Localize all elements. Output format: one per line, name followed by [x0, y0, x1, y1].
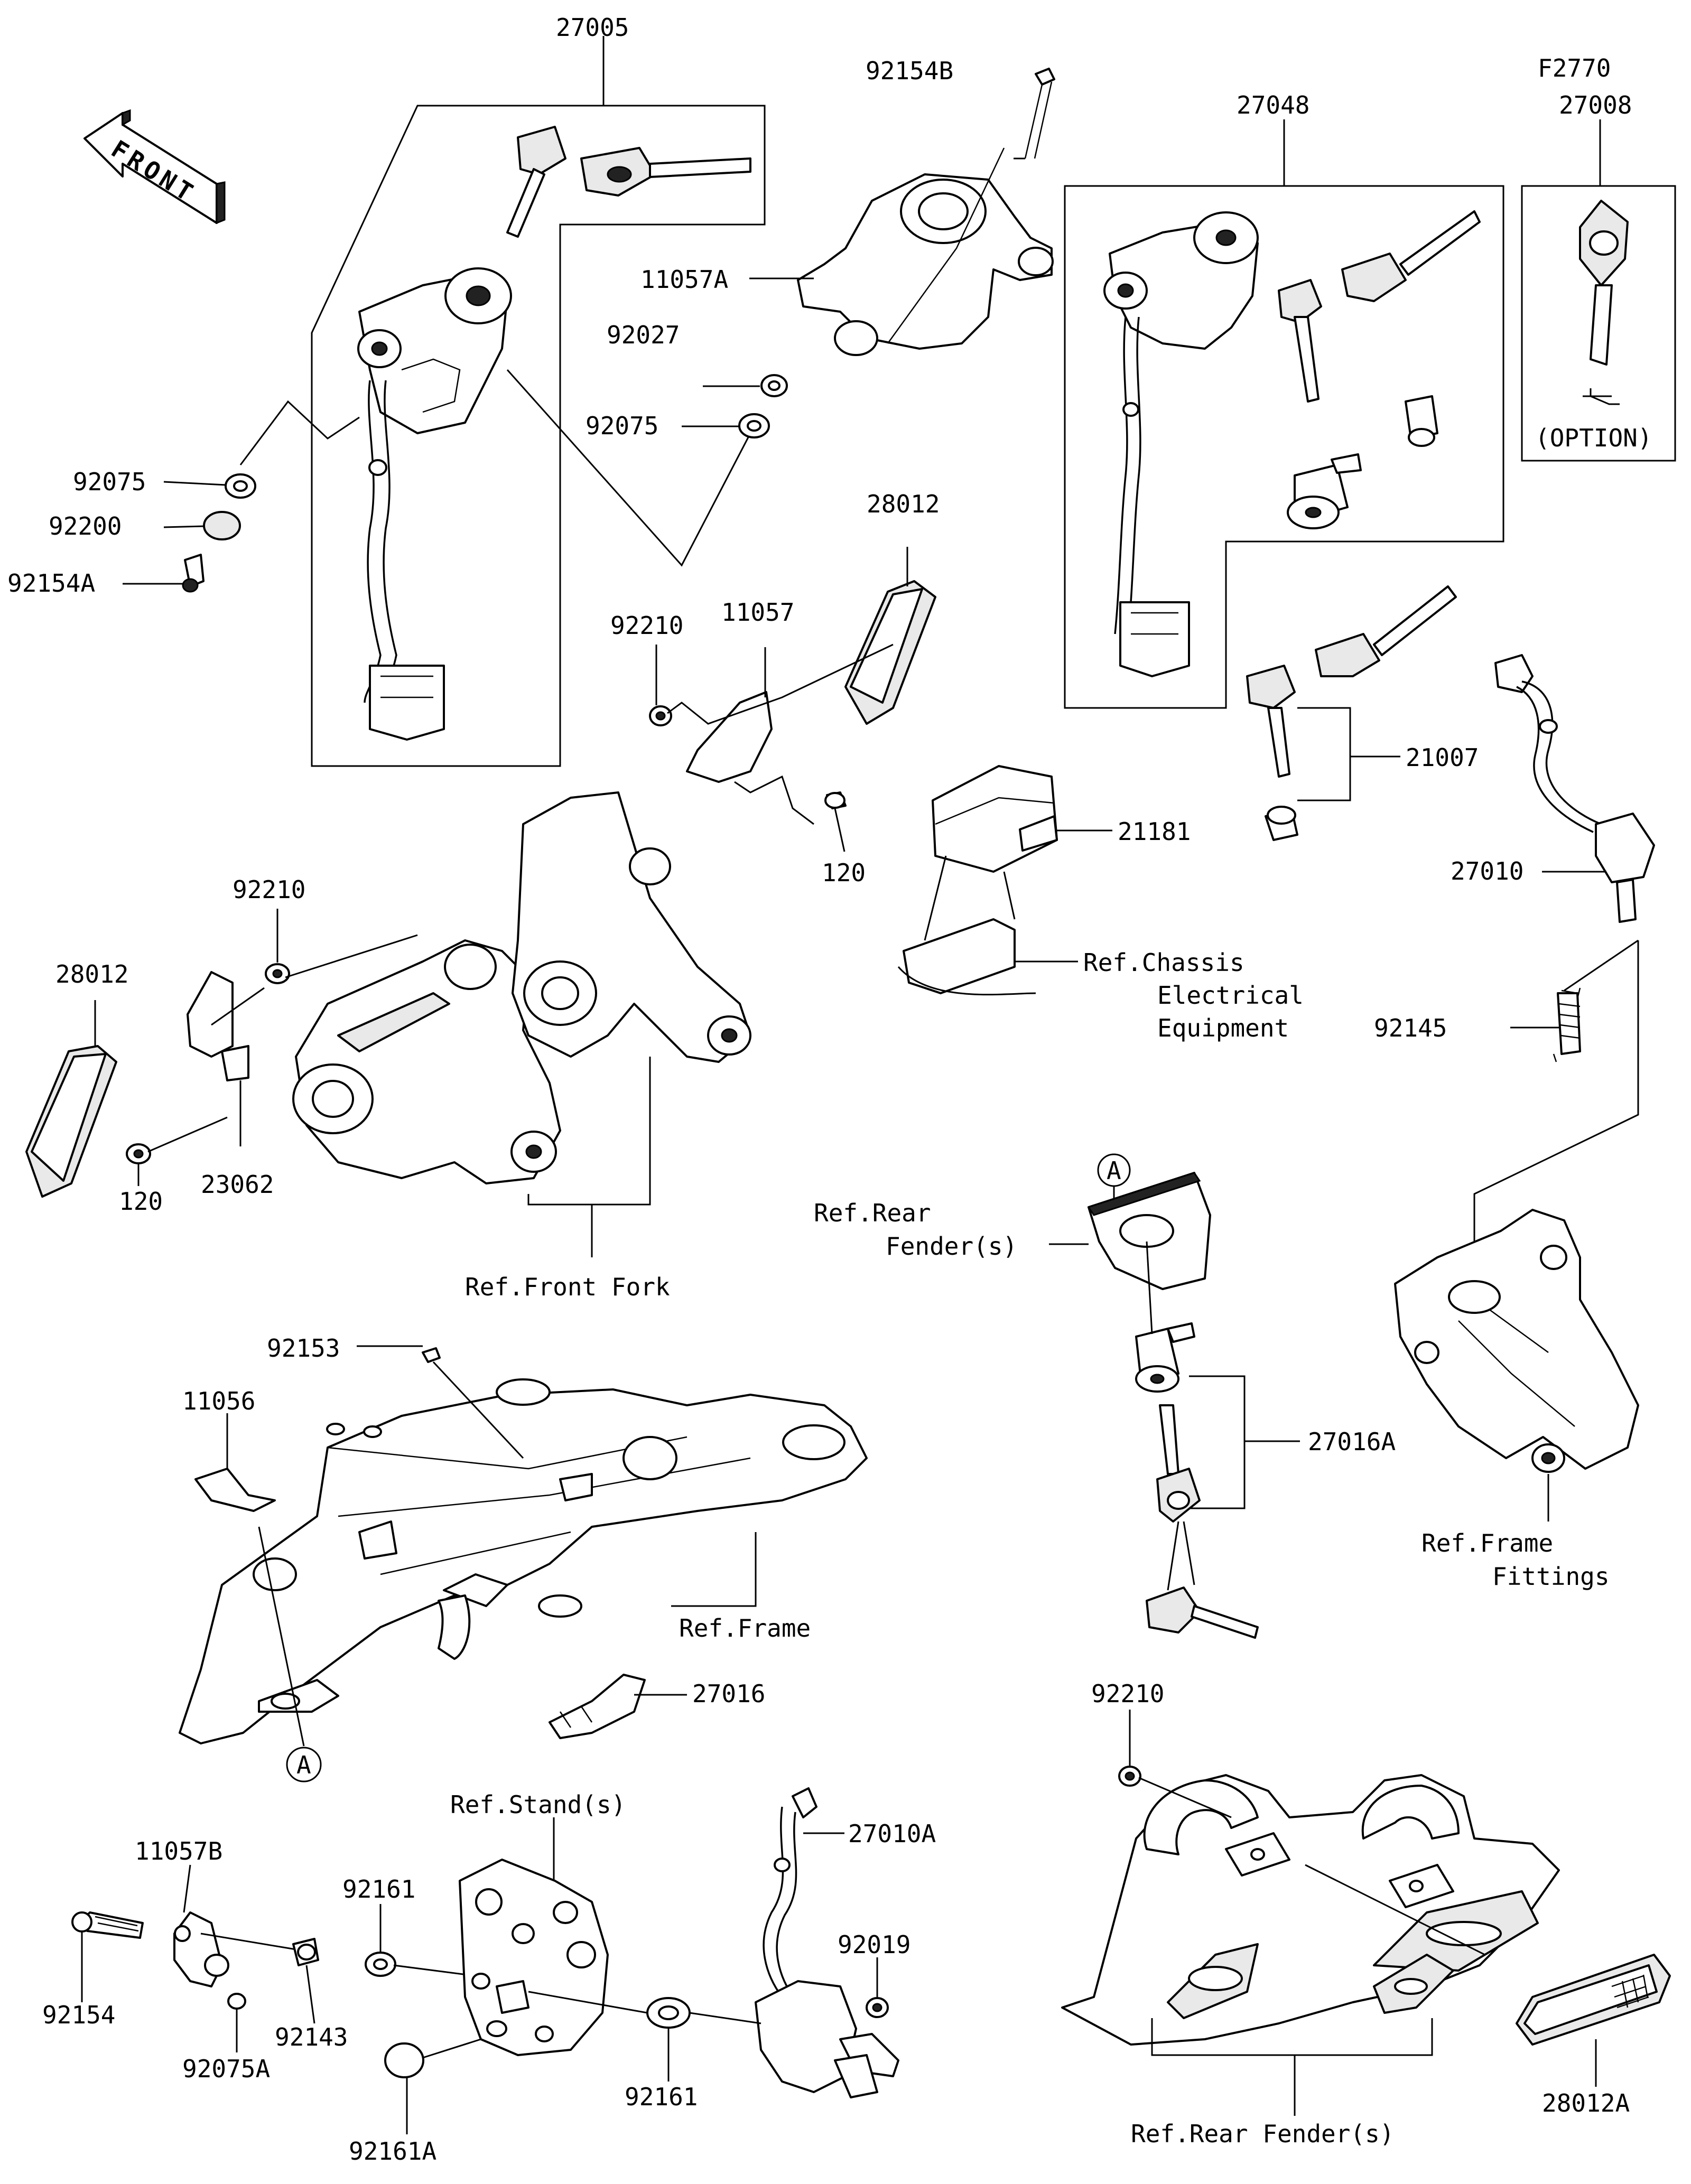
labels: 27005 92154B 27048 F2770 27008 (OPTION) … — [7, 13, 1652, 2166]
label-ref-stands: Ref.Stand(s) — [450, 1790, 626, 1819]
mid-bracket-11057 — [649, 547, 936, 852]
label-ref-frame-fittings-1: Ref.Frame — [1421, 1529, 1553, 1557]
label-ref-chassis-3: Equipment — [1157, 1014, 1289, 1042]
upper-bracket-11057A — [682, 68, 1055, 438]
label-ref-rear-fenders-bottom: Ref.Rear Fender(s) — [1131, 2120, 1395, 2148]
label-23062: 23062 — [201, 1170, 274, 1199]
label-92161-bottom: 92161 — [625, 2083, 698, 2111]
circle-a-bottom: A — [296, 1751, 311, 1779]
label-92161-top: 92161 — [342, 1875, 415, 1903]
label-27048: 27048 — [1237, 91, 1309, 119]
label-21007: 21007 — [1406, 743, 1479, 772]
label-11057B: 11057B — [135, 1837, 222, 1865]
key-icon — [1579, 200, 1629, 366]
group-27005 — [239, 36, 766, 767]
label-92145: 92145 — [1374, 1014, 1447, 1042]
label-27010: 27010 — [1451, 857, 1523, 885]
label-ref-frame-fittings-2: Fittings — [1492, 1562, 1610, 1591]
option-symbol-icon — [1583, 388, 1620, 405]
label-120-left: 120 — [119, 1187, 163, 1216]
label-92075A: 92075A — [182, 2055, 270, 2083]
label-28012-left: 28012 — [55, 960, 128, 988]
front-fork-assembly — [292, 791, 751, 1257]
rear-fender-ref-top — [1049, 1153, 1300, 1639]
circle-a-top: A — [1107, 1156, 1121, 1185]
stand-ref-plate — [459, 1817, 691, 2082]
label-120-mid: 120 — [822, 858, 866, 887]
label-92027: 92027 — [607, 321, 680, 349]
label-92019: 92019 — [838, 1930, 910, 1959]
label-ref-rear-fender-1: Ref.Rear — [814, 1199, 931, 1227]
switch-27010 — [1473, 654, 1655, 1278]
label-11057: 11057 — [721, 598, 794, 627]
label-27016A: 27016A — [1308, 1427, 1396, 1456]
label-11057A: 11057A — [640, 265, 728, 294]
ignition-switch — [357, 267, 512, 434]
label-92161A: 92161A — [349, 2137, 436, 2166]
frame-fittings-ref — [1394, 1209, 1639, 1522]
label-11056: 11056 — [182, 1387, 255, 1415]
label-92075-left: 92075 — [73, 468, 146, 496]
switch-27010A — [689, 1787, 899, 2098]
label-ref-frame: Ref.Frame — [679, 1614, 811, 1642]
label-F2770: F2770 — [1538, 54, 1611, 82]
label-27016: 27016 — [692, 1679, 765, 1708]
label-92143: 92143 — [275, 2023, 348, 2051]
label-ref-chassis-2: Electrical — [1157, 981, 1304, 1010]
frame-assembly — [179, 1345, 868, 1782]
label-27008: 27008 — [1559, 91, 1632, 119]
label-28012-top: 28012 — [867, 490, 940, 518]
label-ref-front-fork: Ref.Front Fork — [465, 1273, 670, 1301]
group-27048 — [1064, 119, 1504, 709]
label-27010A: 27010A — [848, 1819, 936, 1848]
label-27005: 27005 — [556, 13, 629, 42]
left-fasteners — [123, 473, 256, 593]
label-92154B: 92154B — [866, 57, 953, 85]
label-92154: 92154 — [42, 2001, 115, 2029]
group-F2770 — [1521, 119, 1676, 462]
label-21181: 21181 — [1118, 817, 1191, 846]
label-92210-bottom: 92210 — [1091, 1679, 1164, 1708]
label-92210-left: 92210 — [233, 875, 305, 904]
key-icon — [506, 126, 751, 238]
label-92153: 92153 — [267, 1334, 340, 1362]
label-ref-chassis-1: Ref.Chassis — [1083, 948, 1244, 977]
label-option: (OPTION) — [1535, 424, 1652, 452]
label-92210-top: 92210 — [610, 611, 683, 640]
label-92200: 92200 — [49, 512, 122, 540]
left-reflector-28012 — [25, 909, 418, 1198]
label-ref-rear-fender-2: Fender(s) — [886, 1232, 1017, 1261]
relay-21181 — [897, 765, 1112, 996]
sidestand-switch-bracket — [71, 1864, 481, 2134]
rear-fender-assembly — [1061, 1710, 1671, 2116]
keys-21007 — [1246, 585, 1457, 841]
label-28012A: 28012A — [1542, 2089, 1630, 2117]
front-arrow-icon: FRONT — [83, 109, 226, 225]
label-92075-mid: 92075 — [586, 412, 658, 440]
label-92154A: 92154A — [7, 569, 95, 598]
